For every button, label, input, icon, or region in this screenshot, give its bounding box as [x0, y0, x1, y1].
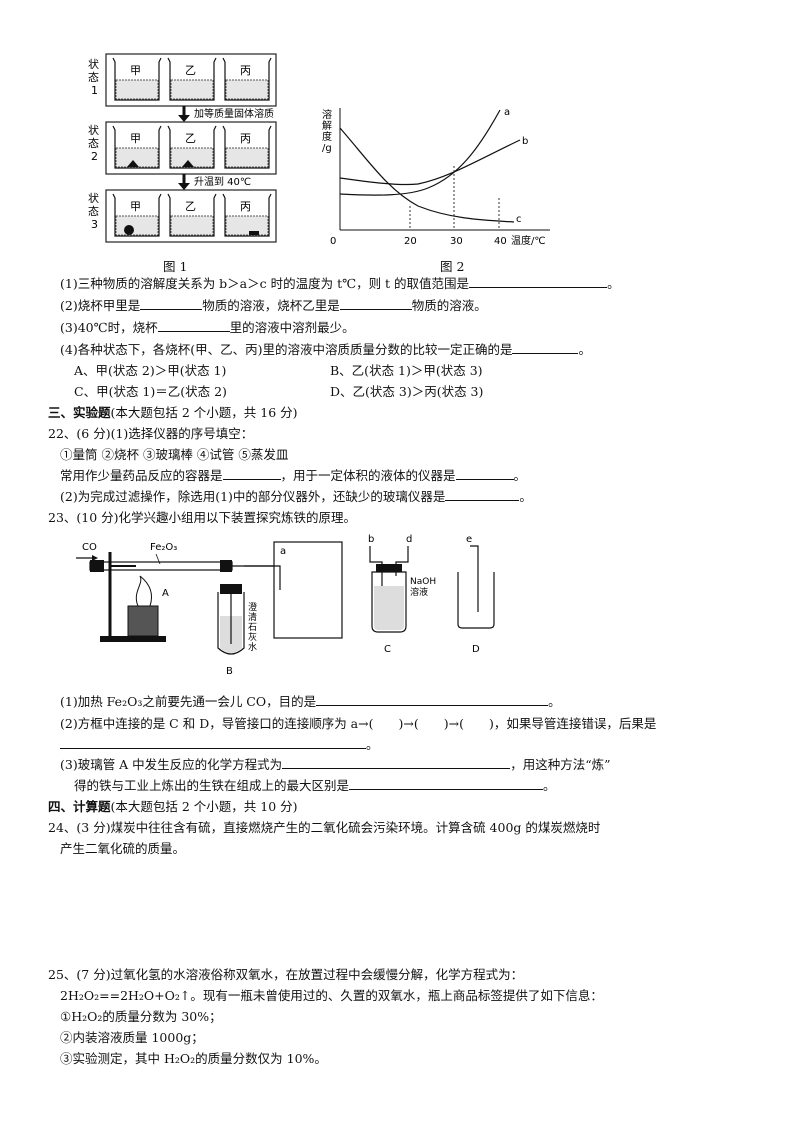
beaker-label: 乙 [185, 64, 196, 77]
q21-part4: (4)各种状态下，各烧杯(甲、乙、丙)里的溶液中溶质质量分数的比较一定正确的是。 [60, 342, 591, 357]
q25-line1: 25、(7 分)过氧化氢的水溶液俗称双氧水，在放置过程中会缓慢分解，化学方程式为… [48, 967, 524, 982]
x-tick-40: 40 [494, 236, 507, 247]
label-A: A [162, 588, 169, 599]
label-B: B [226, 666, 233, 677]
q23-part1: (1)加热 Fe₂O₃之前要先通一会儿 CO，目的是。 [60, 694, 561, 709]
q23-part2-cont: 。 [60, 737, 379, 753]
y-axis-label: 溶解度/g [322, 108, 332, 154]
label-D: D [472, 644, 480, 655]
x-axis-label: 温度/℃ [511, 234, 546, 247]
beaker-丙-state-2: 丙 [222, 125, 272, 169]
curve-b [339, 139, 521, 186]
beaker-label: 丙 [240, 64, 251, 77]
q24-line2: 产生二氧化硫的质量。 [60, 841, 186, 856]
beaker-丙-state-1: 丙 [222, 57, 272, 101]
beaker-乙-state-3: 乙 [167, 193, 217, 237]
beaker-甲-state-1: 甲 [112, 57, 162, 101]
beaker-乙-state-2: 乙 [167, 125, 217, 169]
beaker-label: 甲 [130, 200, 141, 213]
q23-part2: (2)方框中连接的是 C 和 D，导管接口的连接顺序为 a→( )→( )→( … [60, 716, 657, 731]
q21-part1: (1)三种物质的溶解度关系为 b＞a＞c 时的温度为 t℃，则 t 的取值范围是… [60, 276, 620, 291]
limewater-label: 澄清石灰水 [248, 601, 257, 653]
curve-c-label: c [516, 214, 522, 225]
curve-a-label: a [504, 107, 510, 118]
x-tick-0: 0 [330, 236, 336, 247]
q25-line5: ③实验测定，其中 H₂O₂的质量分数仅为 10%。 [60, 1051, 327, 1066]
figure-2-solubility-chart: 溶解度/g 0 20 30 40 温度/℃ a b c [322, 107, 550, 247]
beaker-乙-state-1: 乙 [167, 57, 217, 101]
label-a: a [280, 546, 286, 557]
x-tick-30: 30 [450, 236, 463, 247]
q25-line4: ②内装溶液质量 1000g； [60, 1030, 204, 1045]
q21-option-d: D、乙(状态 3)＞丙(状态 3) [330, 384, 484, 399]
q23-stem: 23、(10 分)化学兴趣小组用以下装置探究炼铁的原理。 [48, 510, 357, 525]
label-C: C [384, 644, 391, 655]
x-tick-20: 20 [404, 236, 417, 247]
beaker-丙-state-3: 丙 [222, 193, 272, 237]
beaker-甲-state-2: 甲 [112, 125, 162, 169]
section-3-heading: 三、实验题(本大题包括 2 个小题，共 16 分) [48, 405, 298, 420]
curve-a [339, 109, 501, 196]
q21-option-a: A、甲(状态 2)＞甲(状态 1) [74, 363, 227, 378]
curve-b-label: b [522, 136, 528, 147]
q22-instruments: ①量筒 ②烧杯 ③玻璃棒 ④试管 ⑤蒸发皿 [60, 447, 289, 462]
q22-part2: (2)为完成过滤操作，除选用(1)中的部分仪器外，还缺少的玻璃仪器是。 [60, 489, 532, 504]
beaker-label: 丙 [240, 132, 251, 145]
arrow-1-label: 加等质量固体溶质 [194, 107, 274, 120]
beaker-label: 乙 [185, 200, 196, 213]
beaker-label: 甲 [130, 132, 141, 145]
q25-line3: ①H₂O₂的质量分数为 30%； [60, 1009, 222, 1024]
label-b: b [368, 534, 374, 545]
q21-option-b: B、乙(状态 1)＞甲(状态 3) [330, 363, 483, 378]
label-d: d [406, 534, 412, 545]
q21-part3: (3)40℃时，烧杯里的溶液中溶剂最少。 [60, 320, 355, 335]
beaker-label: 乙 [185, 132, 196, 145]
arrow-2-label: 升温到 40℃ [194, 176, 251, 188]
q22-stem: 22、(6 分)(1)选择仪器的序号填空： [48, 426, 254, 441]
curve-c [339, 127, 515, 223]
label-e: e [466, 534, 472, 545]
co-label: CO [82, 542, 97, 553]
q25-line2: 2H₂O₂==2H₂O+O₂↑。现有一瓶未曾使用过的、久置的双氧水，瓶上商品标签… [60, 988, 603, 1003]
q21-part2: (2)烧杯甲里是物质的溶液，烧杯乙里是物质的溶液。 [60, 298, 487, 313]
q22-line3: 常用作少量药品反应的容器是，用于一定体积的液体的仪器是。 [60, 468, 527, 483]
q21-option-c: C、甲(状态 1)＝乙(状态 2) [74, 384, 227, 399]
figure-1-caption: 图 1 [163, 259, 188, 274]
beaker-label: 丙 [240, 200, 251, 213]
section-4-heading: 四、计算题(本大题包括 2 个小题，共 10 分) [48, 799, 298, 814]
q23-part3: (3)玻璃管 A 中发生反应的化学方程式为，用这种方法“炼” [60, 757, 611, 772]
q23-part3-cont: 得的铁与工业上炼出的生铁在组成上的最大区别是。 [74, 778, 556, 793]
beaker-甲-state-3: 甲 [112, 193, 162, 237]
fe2o3-label: Fe₂O₃ [150, 542, 177, 553]
figure-2-caption: 图 2 [440, 259, 465, 274]
beaker-label: 甲 [130, 64, 141, 77]
q24-line1: 24、(3 分)煤炭中往往含有硫，直接燃烧产生的二氧化硫会污染环境。计算含硫 4… [48, 820, 601, 835]
